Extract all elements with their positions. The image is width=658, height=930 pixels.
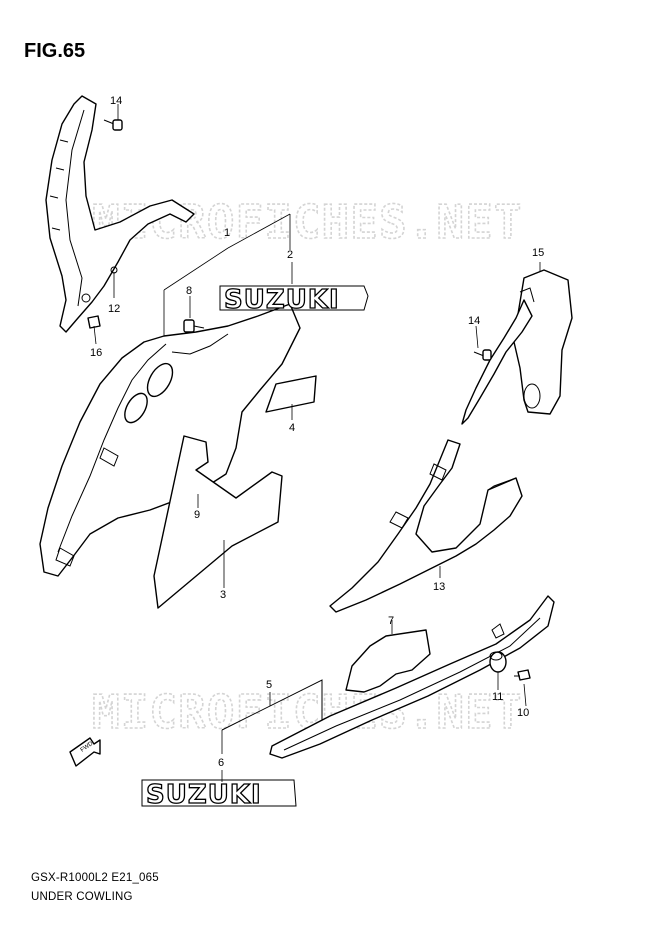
sheet-part-3 [153, 435, 283, 609]
under-cowling-part-1 [39, 303, 301, 577]
sheet-part-7 [345, 629, 431, 693]
cushion-part-16 [87, 315, 101, 329]
callout-11: 11 [492, 691, 503, 703]
figure-title: FIG.65 [24, 40, 86, 62]
model-code: GSX-R1000L2 E21_065 [31, 872, 159, 884]
fwd-arrow-icon: FWD [69, 737, 101, 767]
callout-5: 5 [266, 679, 272, 691]
panel-part-4 [265, 375, 317, 413]
grommet-part-11 [489, 651, 507, 673]
callout-15: 15 [532, 247, 544, 259]
callout-14-right: 14 [468, 315, 480, 327]
suzuki-logo-upper: SUZUKI [224, 285, 340, 315]
section-name: UNDER COWLING [31, 891, 133, 903]
grommet-part-8 [183, 319, 205, 333]
cover-part-15 [461, 269, 573, 425]
callout-9: 9 [194, 509, 200, 521]
callout-14-upper: 14 [110, 95, 122, 107]
callout-2: 2 [287, 249, 293, 261]
screw-part-14-right [473, 349, 492, 361]
callout-8: 8 [186, 285, 192, 297]
callout-1: 1 [224, 227, 230, 239]
callout-labels: 1 2 3 4 5 6 7 8 9 10 11 12 13 14 14 15 1… [90, 95, 544, 769]
callout-3: 3 [220, 589, 226, 601]
callout-4: 4 [289, 422, 295, 434]
cowling-part-13 [329, 439, 523, 613]
leader-lines [93, 104, 541, 782]
screw-part-14-upper [103, 119, 123, 131]
watermark-top: MICROFICHES.NET [92, 195, 522, 249]
callout-12: 12 [108, 303, 120, 315]
callout-6: 6 [218, 757, 224, 769]
lower-side-strip [269, 595, 555, 759]
callout-13: 13 [433, 581, 445, 593]
sheet-part-5 [221, 679, 323, 732]
callout-7: 7 [388, 615, 394, 627]
suzuki-logo-lower: SUZUKI [146, 780, 262, 810]
suzuki-emblem-part-6: SUZUKI [141, 779, 297, 811]
suzuki-emblem-part-2: SUZUKI [219, 284, 369, 316]
callout-10: 10 [517, 707, 529, 719]
callout-16: 16 [90, 347, 102, 359]
screw-part-10 [514, 669, 531, 681]
